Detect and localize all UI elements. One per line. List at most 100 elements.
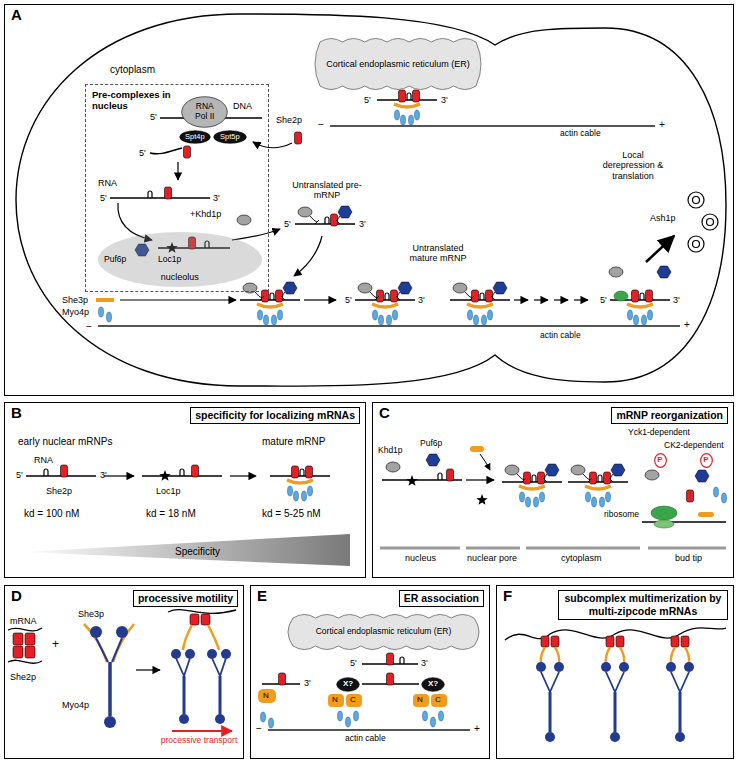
annotation-label: 5' — [16, 470, 23, 480]
ellipse-shape — [654, 453, 666, 467]
er-shape — [288, 615, 479, 650]
ellipse-shape — [179, 130, 210, 143]
annotation-label: She2p — [46, 486, 72, 496]
panel-e-art — [258, 653, 470, 730]
arrow — [232, 229, 280, 240]
annotation-label: + — [659, 119, 665, 131]
panel-f-art — [505, 628, 726, 742]
cell-outline: cytoplasmPre-complexes in nucleusRNA Pol… — [12, 10, 732, 392]
panel-title: mRNP reorganization — [611, 407, 728, 424]
annotation-label: 3' — [304, 678, 311, 688]
annotation-label: N — [417, 695, 423, 704]
she3p-symbol — [96, 298, 114, 302]
annotation-label: nucleus — [405, 553, 436, 563]
protein-ellipse: Spt4p — [179, 130, 211, 144]
panel-letter: B — [11, 405, 22, 422]
annotation-label: 5' — [364, 95, 371, 105]
panel-title: ER association — [399, 590, 484, 607]
ribosome — [614, 291, 628, 301]
nascent-rna — [150, 148, 182, 154]
annotation-label: Myo4p — [62, 307, 89, 317]
annotation-label: Loc1p — [156, 486, 181, 496]
er-cloud: Cortical endoplasmic reticulum (ER) — [285, 612, 482, 652]
annotation-label: kd = 18 nM — [146, 508, 196, 520]
protein-ellipse: X? — [336, 677, 360, 692]
mrnp-complex — [610, 290, 670, 325]
annotation-label: Yck1-dependent — [628, 428, 690, 438]
annotation-label: nuclear pore — [467, 553, 517, 563]
annotation-label: 3' — [359, 219, 366, 229]
annotation-label: actin cable — [560, 129, 601, 139]
protein-ellipse: RNA Pol II — [181, 96, 228, 128]
ellipse-shape — [213, 130, 246, 143]
annotation-label: Loc1p — [158, 255, 181, 265]
arrow — [177, 162, 178, 180]
cell-membrane — [16, 14, 726, 386]
node-text: Cortical endoplasmic reticulum (ER) — [326, 59, 470, 69]
annotation-label: actin cable — [345, 734, 386, 744]
node-text: P — [657, 456, 662, 465]
annotation-label: 3' — [418, 295, 425, 305]
transport-arrows — [120, 299, 588, 300]
annotation-label: − — [86, 321, 92, 333]
khd1p-symbol — [237, 215, 251, 225]
annotation-label: − — [256, 723, 262, 735]
annotation-label: She3p — [78, 609, 104, 619]
annotation-label: 5' — [600, 295, 607, 305]
annotation-label: 3' — [213, 193, 220, 203]
region-heading: Pre-complexes in nucleus — [92, 89, 174, 112]
khd1p-symbol — [609, 267, 623, 277]
annotation-label: mRNA — [10, 616, 37, 626]
region-label: cytoplasm — [110, 64, 155, 76]
annotation-label: C — [350, 695, 356, 704]
ellipse-shape — [700, 453, 712, 467]
annotation-label: + — [52, 638, 59, 652]
node-text: X? — [343, 680, 353, 689]
annotation-label: Local derepression & translation — [596, 150, 670, 181]
myo4p-legs — [99, 307, 112, 322]
annotation-label: RNA — [34, 455, 53, 465]
annotation-label: + — [474, 723, 480, 735]
annotation-label: ribosome — [604, 510, 639, 520]
panel-letter: C — [379, 405, 390, 422]
annotation-label: Specificity — [175, 546, 220, 558]
puf6p-hexagon — [657, 266, 671, 278]
annotation-label: actin cable — [540, 331, 581, 341]
panel-a-art — [96, 90, 718, 326]
arrow — [253, 142, 292, 148]
annotation-label: Untranslated mature mRNP — [398, 243, 478, 264]
annotation-label: − — [318, 119, 324, 131]
annotation-label: kd = 100 nM — [24, 508, 79, 520]
annotation-label: 3' — [100, 470, 107, 480]
mrnp-complex — [377, 90, 437, 125]
ash1p-protein — [688, 192, 718, 252]
zipcode-hairpin — [148, 191, 152, 198]
annotation-label: Puf6p — [104, 255, 126, 265]
annotation-label: She2p — [10, 672, 36, 682]
node-text: Cortical endoplasmic reticulum (ER) — [316, 627, 452, 637]
protein-ellipse: P — [654, 453, 667, 468]
protein-ellipse: P — [700, 453, 713, 468]
rna-strand — [110, 197, 210, 198]
node-text: Spt4p — [185, 133, 205, 141]
annotation-label: mature mRNP — [262, 436, 325, 448]
figure-panel: Dprocessive motility — [4, 585, 244, 759]
annotation-label: early nuclear mRNPs — [18, 436, 112, 448]
node-text: RNA Pol II — [190, 102, 220, 121]
annotation-label: 5' — [345, 295, 352, 305]
annotation-label: DNA — [233, 101, 252, 111]
annotation-label: 3' — [441, 95, 448, 105]
panel-letter: E — [257, 588, 267, 605]
ellipse-shape — [337, 677, 360, 691]
annotation-label: N — [263, 691, 269, 700]
annotation-label: She2p — [276, 115, 302, 125]
annotation-label: She3p — [62, 295, 88, 305]
figure-panel: E ER associationCortical endoplasmic reti… — [250, 585, 490, 759]
annotation-label: cytoplasm — [561, 553, 602, 563]
actin-cable — [98, 325, 680, 327]
annotation-label: RNA — [98, 178, 117, 188]
annotation-label: + — [684, 319, 690, 331]
er-cloud: Cortical endoplasmic reticulum (ER) — [312, 36, 484, 92]
panel-c-art — [380, 446, 727, 548]
